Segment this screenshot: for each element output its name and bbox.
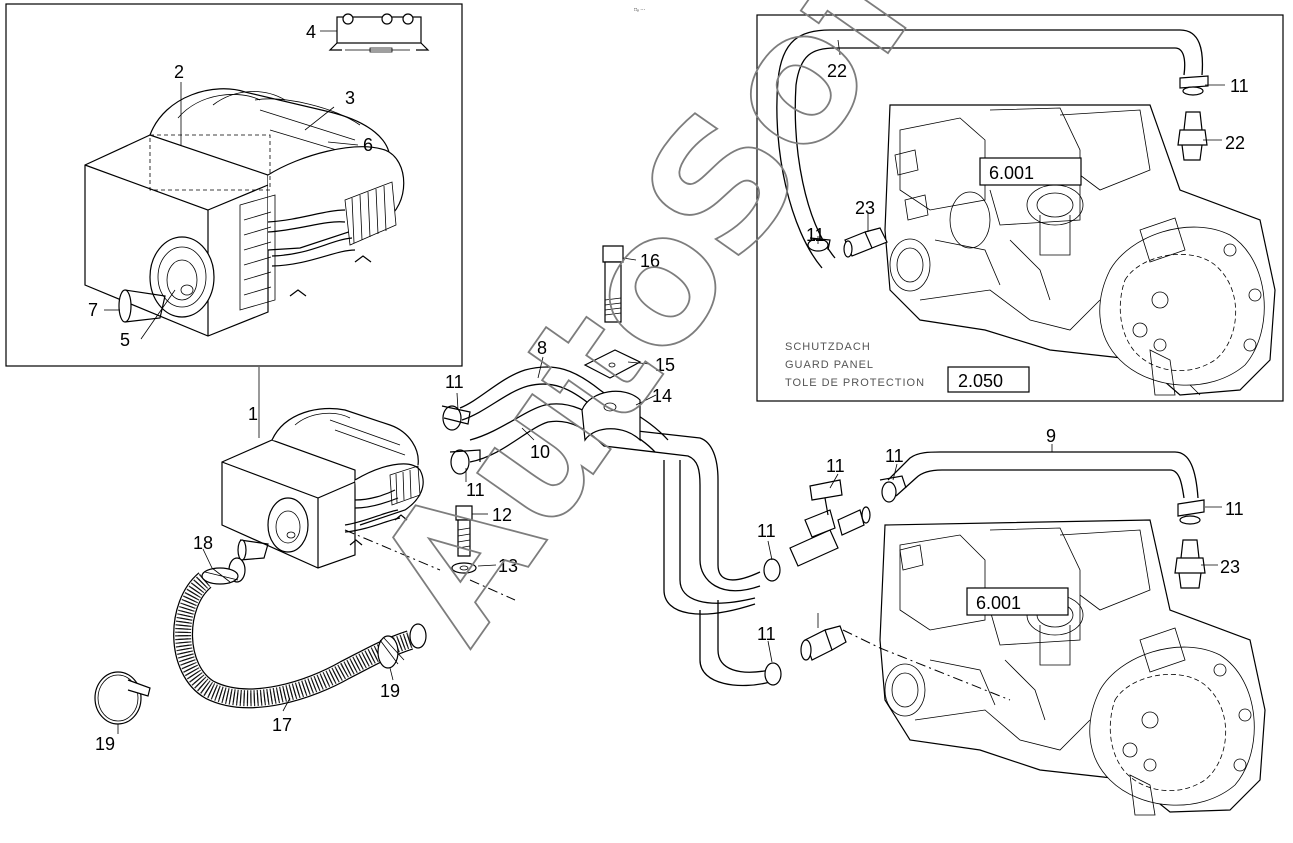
callout-11-hose-9: 11 — [885, 446, 904, 466]
callout-17: 16 — [640, 251, 660, 271]
clamp-20 — [94, 671, 151, 725]
reference-guard-panel[interactable]: 2.050 — [958, 371, 1003, 391]
bolt-17 — [602, 245, 624, 323]
heater-unit-detail — [84, 88, 405, 337]
callout-11-hose-lower: 11 — [466, 480, 485, 500]
clamp-11-lower — [449, 449, 481, 475]
callout-13: 12 — [492, 505, 512, 525]
callout-3: 3 — [345, 88, 355, 108]
callout-11-hose-upper: 11 — [445, 372, 464, 392]
hose-9 — [879, 451, 1205, 525]
clamp-holder-15 — [581, 390, 641, 442]
callout-8: 8 — [537, 338, 547, 358]
callout-19-upper: 18 — [193, 533, 213, 553]
plate-16 — [583, 349, 642, 379]
callout-11-valve: 11 — [757, 521, 776, 541]
callout-5: 5 — [120, 330, 130, 350]
clamp-19-lower — [377, 635, 405, 669]
callout-18: 17 — [272, 715, 292, 735]
reference-engine-top[interactable]: 6.001 — [989, 163, 1034, 183]
engine-top — [884, 104, 1276, 396]
guard-panel-fr: TOLE DE PROTECTION — [785, 377, 925, 389]
fitting-23-bottom — [800, 625, 847, 661]
engine-top-inset: 6.001 SCHUTZDACH GUARD PANEL TOLE DE PRO… — [756, 14, 1284, 402]
callout-12: 11 — [826, 456, 845, 476]
callout-23-top: 23 — [855, 198, 875, 218]
guard-panel-en: GUARD PANEL — [785, 359, 874, 371]
callout-1: 1 — [248, 404, 258, 424]
clamp-19-upper — [201, 567, 239, 585]
callout-15: 14 — [652, 386, 672, 406]
callout-22-top: 22 — [1225, 133, 1245, 153]
heater-detail-inset — [5, 3, 463, 367]
reference-engine-bottom[interactable]: 6.001 — [976, 593, 1021, 613]
page-mark: □ₒ ··· — [634, 7, 646, 13]
callout-22-bottom: 23 — [1220, 557, 1240, 577]
callout-11-fitting: 11 — [757, 624, 776, 644]
callout-11-top-left: 11 — [806, 225, 825, 245]
callout-20: 19 — [95, 734, 115, 754]
clamp-11-upper — [441, 405, 471, 431]
callout-16: 15 — [655, 355, 675, 375]
engine-bottom — [879, 519, 1266, 816]
inset-leader-lines — [104, 30, 359, 340]
callout-21: 22 — [827, 61, 847, 81]
fitting-22-bottom — [1174, 539, 1206, 589]
callout-11-bottom-right: 11 — [1225, 499, 1244, 519]
callout-4: 4 — [306, 22, 316, 42]
callout-10: 10 — [530, 442, 550, 462]
heater-unit-main — [221, 407, 424, 569]
guard-panel-de: SCHUTZDACH — [785, 341, 871, 353]
callout-2: 2 — [174, 62, 184, 82]
callout-11-top-right: 11 — [1230, 76, 1249, 96]
bolt-13 — [455, 505, 473, 557]
callout-6: 6 — [363, 135, 373, 155]
clamp-11-bottom — [764, 662, 782, 686]
centre-lines — [344, 529, 1011, 701]
valve-12 — [789, 479, 871, 567]
callout-7: 7 — [88, 300, 98, 320]
washer-14 — [451, 562, 477, 574]
callout-19-lower: 19 — [380, 681, 400, 701]
callout-9: 9 — [1046, 426, 1056, 446]
mounting-bracket-part-4 — [328, 13, 430, 53]
callout-14: 13 — [498, 556, 518, 576]
main-leader-lines — [117, 257, 1222, 734]
clamp-11-valve — [763, 558, 781, 582]
